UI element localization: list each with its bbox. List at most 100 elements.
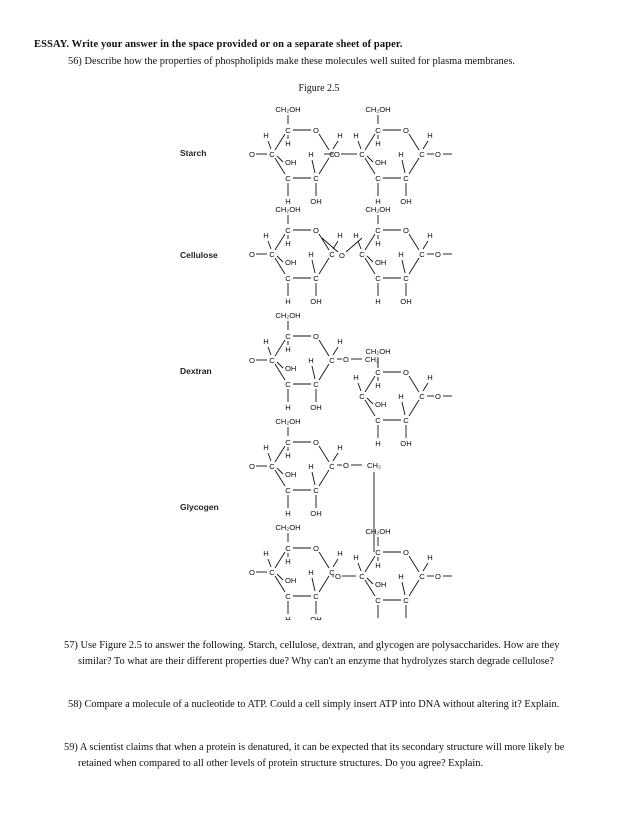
link-oxygen-left: O bbox=[249, 250, 255, 259]
carbon-4: C bbox=[359, 250, 365, 259]
bond bbox=[274, 257, 286, 275]
carbon-2: C bbox=[403, 416, 409, 425]
question-56: 56) Describe how the properties of phosp… bbox=[68, 54, 608, 70]
h-c3: H bbox=[375, 297, 380, 306]
ch2oh-label: CH₂OH bbox=[275, 105, 300, 114]
carbon-1: C bbox=[419, 250, 425, 259]
h-c1: H bbox=[337, 131, 342, 140]
carbon-4: C bbox=[269, 462, 275, 471]
carbon-4: C bbox=[269, 356, 275, 365]
bond bbox=[357, 240, 362, 250]
carbon-3: C bbox=[285, 380, 291, 389]
bond bbox=[267, 558, 272, 568]
carbon-2: C bbox=[313, 174, 319, 183]
label-glycogen: Glycogen bbox=[180, 502, 219, 512]
carbon-2: C bbox=[403, 174, 409, 183]
figure-title: Figure 2.5 bbox=[298, 83, 340, 94]
bond bbox=[311, 577, 316, 592]
ring-oxygen: O bbox=[313, 332, 319, 341]
oh-c4: OH bbox=[285, 470, 296, 479]
h-c1: H bbox=[337, 549, 342, 558]
bond bbox=[276, 467, 284, 475]
carbon-5: C bbox=[285, 126, 291, 135]
carbon-2: C bbox=[313, 592, 319, 601]
h-c3: H bbox=[375, 439, 380, 448]
bond bbox=[401, 581, 406, 596]
bond bbox=[357, 382, 362, 392]
bond bbox=[366, 255, 374, 263]
link-oxygen-left: O bbox=[249, 356, 255, 365]
bond bbox=[408, 233, 420, 251]
ch2oh-label: CH₂OH bbox=[275, 205, 300, 214]
bond bbox=[408, 579, 420, 597]
bond bbox=[274, 339, 286, 357]
bond bbox=[401, 159, 406, 174]
bond bbox=[408, 257, 420, 275]
h-c2: H bbox=[398, 572, 403, 581]
h-c4: H bbox=[263, 231, 268, 240]
bond bbox=[357, 562, 362, 572]
h-c1: H bbox=[427, 231, 432, 240]
h-c5: H bbox=[285, 239, 290, 248]
bond bbox=[311, 259, 316, 274]
carbon-1: C bbox=[329, 462, 335, 471]
h-c5: H bbox=[285, 345, 290, 354]
carbon-3: C bbox=[375, 274, 381, 283]
h-c1: H bbox=[427, 553, 432, 562]
label-dextran: Dextran bbox=[180, 366, 212, 376]
bond bbox=[311, 365, 316, 380]
bond bbox=[274, 233, 286, 251]
carbon-1: C bbox=[329, 150, 335, 159]
ring-oxygen: O bbox=[313, 126, 319, 135]
oh-c4: OH bbox=[375, 400, 386, 409]
h-c4: H bbox=[353, 231, 358, 240]
bond bbox=[366, 577, 374, 585]
carbon-1: C bbox=[329, 568, 335, 577]
question-59-text: 59) A scientist claims that when a prote… bbox=[64, 742, 565, 769]
h-c2: H bbox=[398, 250, 403, 259]
bond bbox=[276, 573, 284, 581]
bond bbox=[274, 445, 286, 463]
h-c1: H bbox=[337, 443, 342, 452]
bond bbox=[318, 339, 330, 357]
carbon-4: C bbox=[359, 150, 365, 159]
h-c2: H bbox=[398, 392, 403, 401]
h-c4: H bbox=[353, 553, 358, 562]
h-c5: H bbox=[375, 139, 380, 148]
dextran-link-oxygen: O bbox=[343, 355, 349, 364]
h-c2: H bbox=[308, 250, 313, 259]
carbon-1: C bbox=[329, 250, 335, 259]
ring-oxygen: O bbox=[403, 126, 409, 135]
link-oxygen-right: O bbox=[435, 150, 441, 159]
bond bbox=[364, 399, 376, 417]
ch2oh-label: CH₂OH bbox=[365, 347, 390, 356]
question-58-text: 58) Compare a molecule of a nucleotide t… bbox=[68, 699, 560, 710]
oh-c2: OH bbox=[400, 439, 411, 448]
bond bbox=[267, 452, 272, 462]
bond bbox=[366, 397, 374, 405]
carbon-4: C bbox=[359, 392, 365, 401]
carbon-5: C bbox=[375, 548, 381, 557]
bond bbox=[332, 452, 339, 462]
bond bbox=[276, 255, 284, 263]
oh-c2: OH bbox=[310, 403, 321, 412]
ring-oxygen: O bbox=[313, 226, 319, 235]
h-c4: H bbox=[263, 131, 268, 140]
bond bbox=[318, 551, 330, 569]
bond bbox=[276, 361, 284, 369]
bond bbox=[332, 558, 339, 568]
bond bbox=[408, 157, 420, 175]
ch2oh-label: CH₂OH bbox=[275, 417, 300, 426]
ring-oxygen: O bbox=[313, 438, 319, 447]
carbon-2: C bbox=[313, 380, 319, 389]
carbon-3: C bbox=[375, 416, 381, 425]
bond bbox=[318, 575, 330, 593]
h-c5: H bbox=[285, 557, 290, 566]
